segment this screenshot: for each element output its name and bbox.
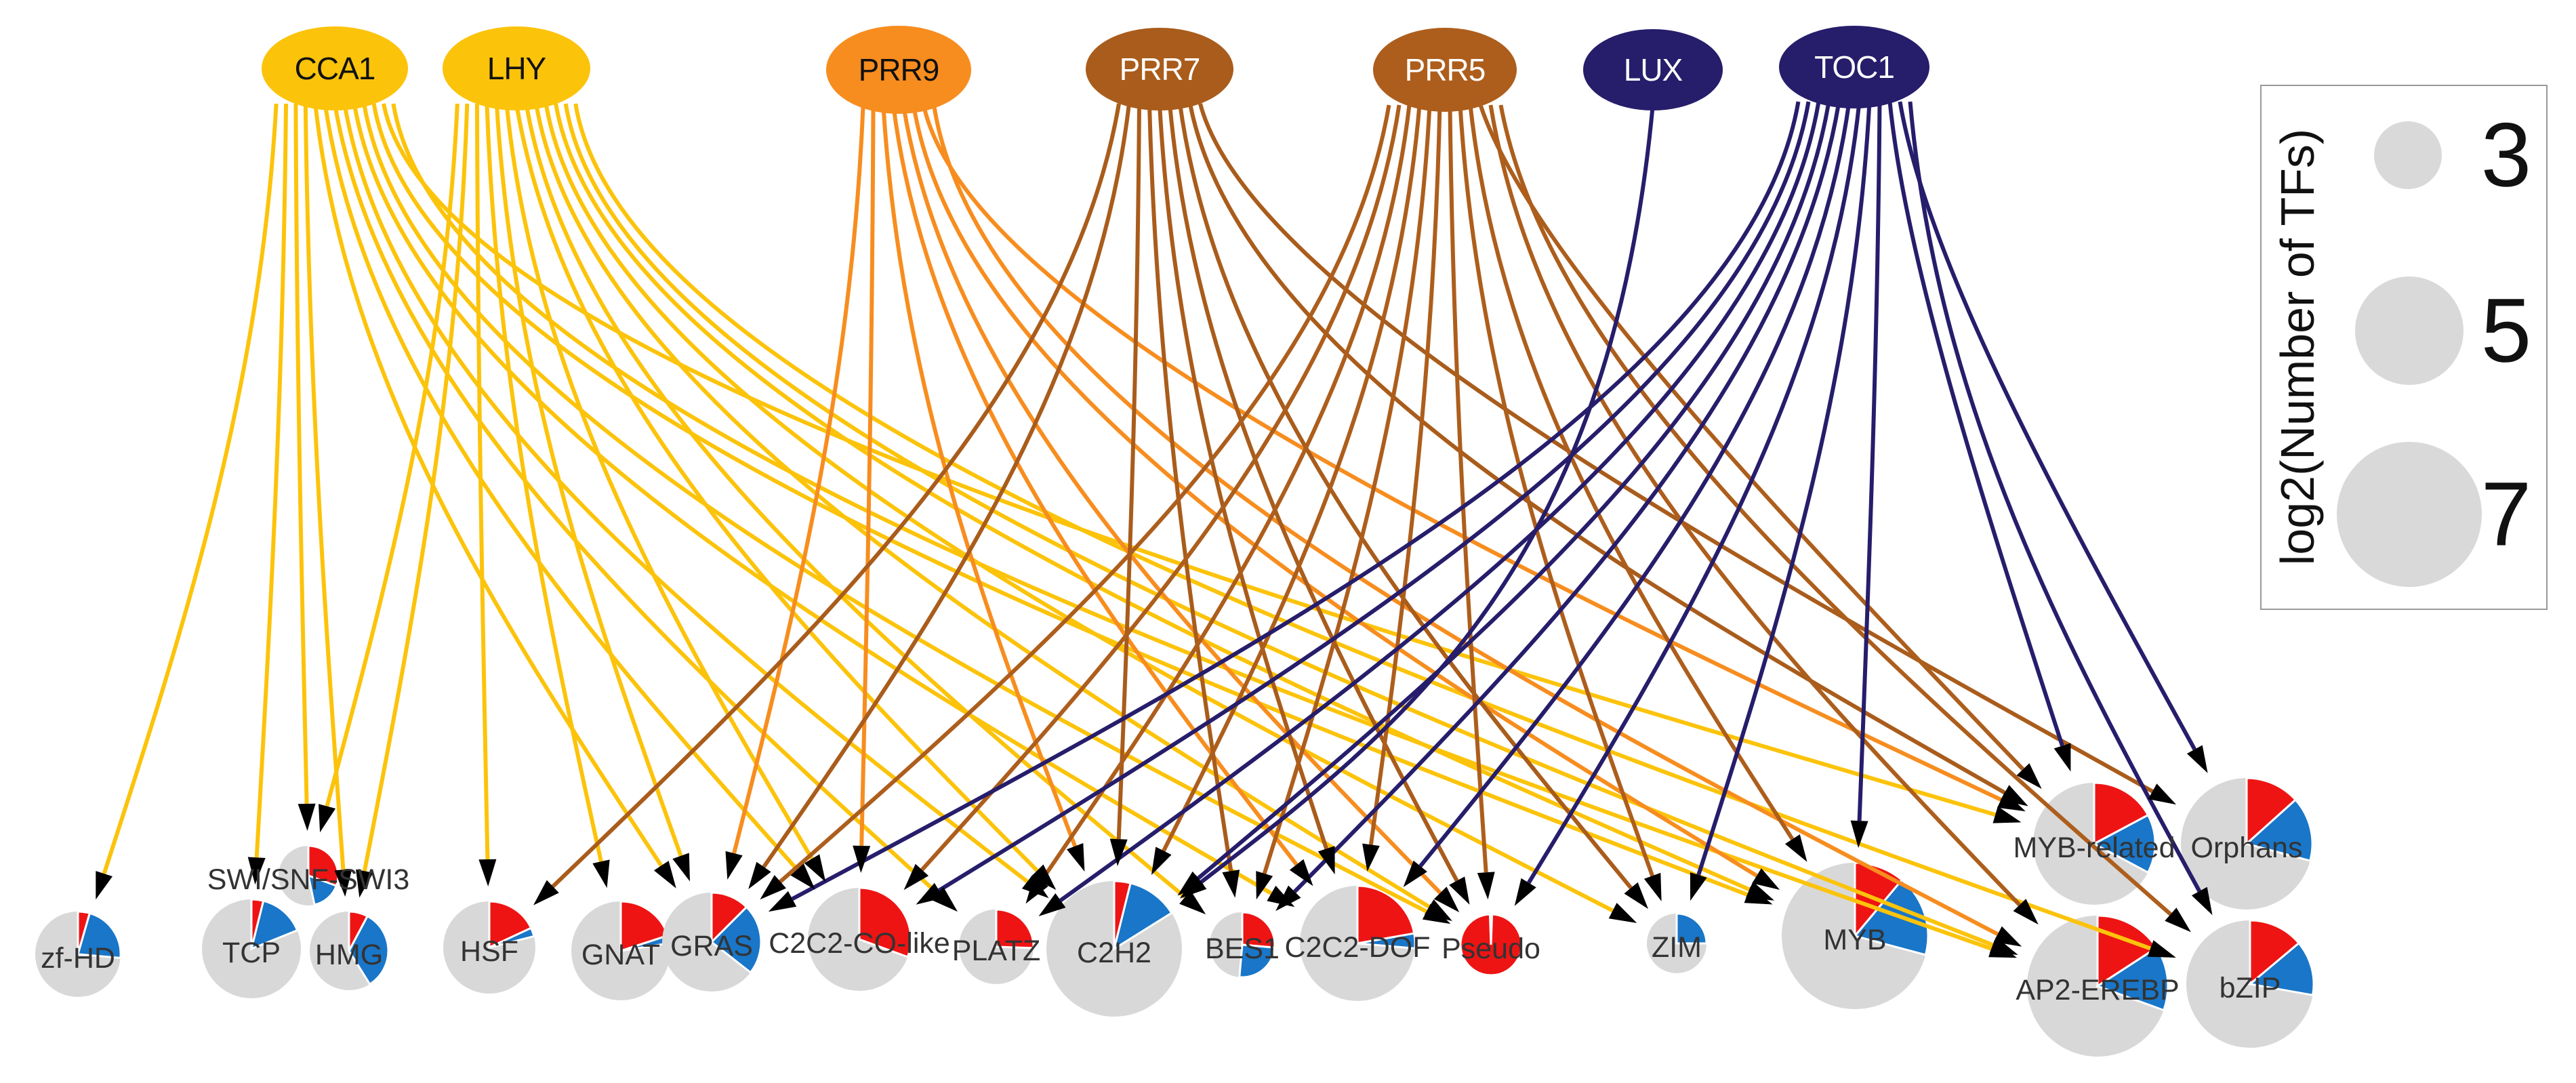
svg-text:PLATZ: PLATZ — [952, 935, 1041, 967]
svg-text:3: 3 — [2481, 105, 2532, 206]
svg-text:LHY: LHY — [487, 51, 546, 86]
svg-text:C2H2: C2H2 — [1077, 937, 1151, 969]
svg-text:ZIM: ZIM — [1652, 931, 1702, 964]
svg-text:TCP: TCP — [222, 937, 281, 969]
svg-text:Orphans: Orphans — [2191, 832, 2303, 864]
svg-text:TOC1: TOC1 — [1814, 49, 1894, 85]
svg-text:zf-HD: zf-HD — [41, 942, 115, 975]
svg-text:7: 7 — [2481, 464, 2532, 565]
svg-text:HMG: HMG — [315, 939, 383, 971]
svg-text:CCA1: CCA1 — [295, 51, 375, 86]
svg-text:PRR9: PRR9 — [859, 52, 939, 87]
svg-text:MYB-related: MYB-related — [2013, 832, 2175, 864]
svg-text:MYB: MYB — [1823, 924, 1886, 956]
svg-text:PRR7: PRR7 — [1120, 52, 1200, 87]
svg-text:Pseudo: Pseudo — [1442, 933, 1540, 965]
svg-text:AP2-EREBP: AP2-EREBP — [2016, 974, 2179, 1006]
svg-text:HSF: HSF — [460, 935, 518, 968]
svg-text:GRAS: GRAS — [670, 930, 753, 962]
svg-text:SWI/SNF-SWI3: SWI/SNF-SWI3 — [207, 863, 410, 896]
svg-text:BES1: BES1 — [1205, 933, 1280, 965]
svg-text:LUX: LUX — [1624, 52, 1683, 87]
svg-text:bZIP: bZIP — [2220, 972, 2281, 1004]
svg-text:5: 5 — [2481, 281, 2532, 382]
svg-text:GNAT: GNAT — [581, 939, 660, 971]
svg-text:C2C2-CO-like: C2C2-CO-like — [769, 927, 950, 960]
svg-text:PRR5: PRR5 — [1405, 52, 1486, 87]
svg-text:log2(Number of TFs): log2(Number of TFs) — [2271, 129, 2324, 565]
svg-text:C2C2-DOF: C2C2-DOF — [1284, 931, 1430, 964]
